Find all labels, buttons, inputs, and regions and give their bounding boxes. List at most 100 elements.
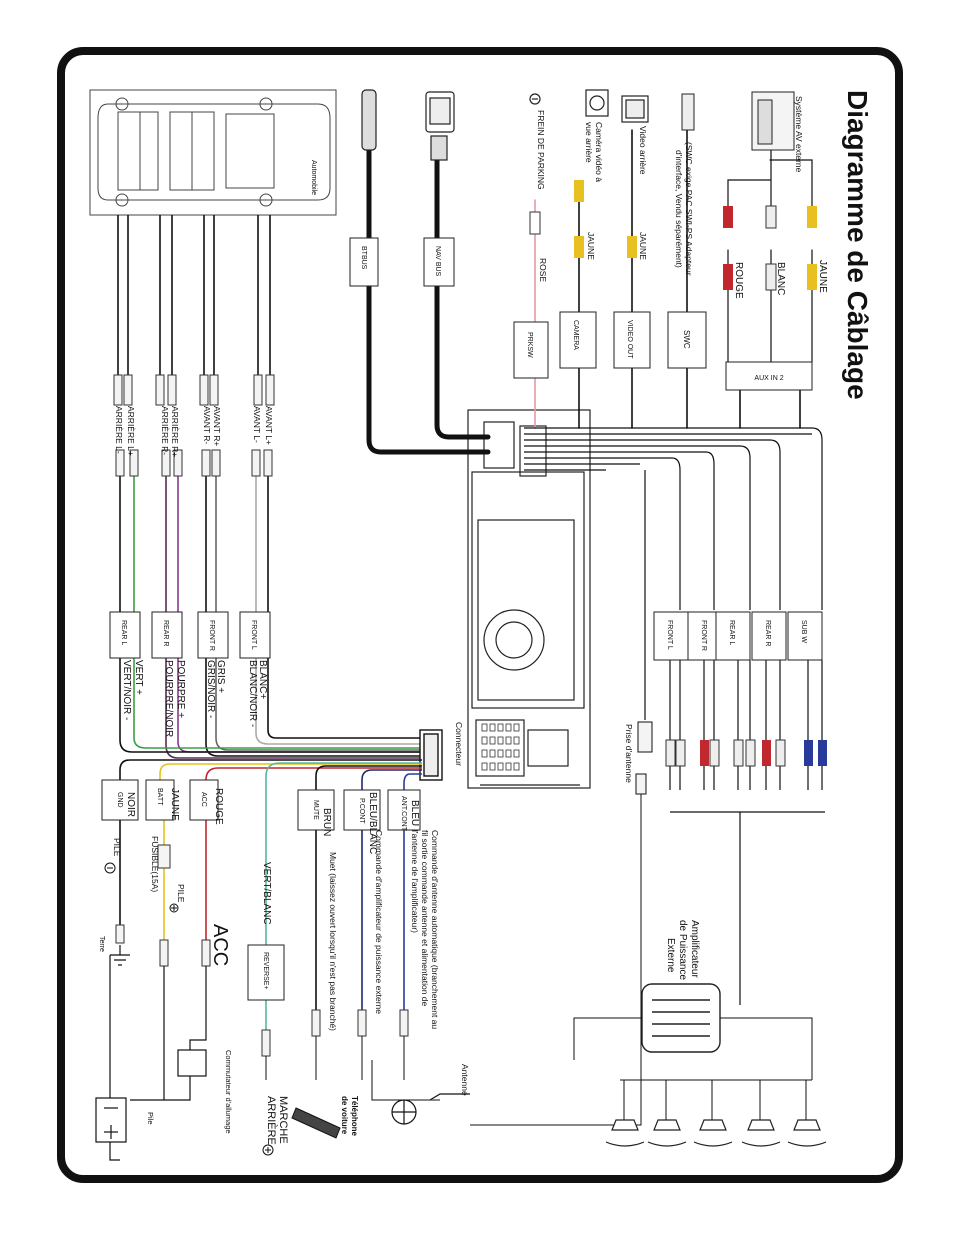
monitor-icon	[621, 95, 649, 123]
spk-front-l-box: FRONT L	[250, 620, 257, 650]
ignition-switch-icon	[177, 1049, 207, 1077]
avant-l-minus-label: AVANT L-	[252, 406, 262, 443]
video-jaune-label: JAUNE	[638, 232, 648, 260]
top-labels: Système AV externe (SWC exige PAC SWI-PS…	[536, 96, 828, 299]
ampli-label-1: Amplificateur	[689, 920, 700, 978]
camera-jaune-label: JAUNE	[586, 232, 596, 260]
main-connector	[419, 729, 443, 781]
rouge-label: ROUGE	[213, 788, 224, 825]
lower-plugs	[115, 844, 409, 1057]
phone-icon	[291, 1107, 341, 1139]
aux-blanc-label: BLANC	[775, 262, 786, 295]
antenna-jack	[470, 721, 653, 1126]
arriere-r-plus-label: ARRIÈRE R+	[170, 406, 180, 457]
camera-label-2: vue arrière	[584, 122, 594, 163]
arriere-l-plus-label: ARRIÈRE L+	[126, 406, 136, 456]
front-r-box: FRONT R	[700, 620, 707, 651]
aux-rouge-label: ROUGE	[733, 262, 744, 299]
page-frame	[57, 47, 903, 1183]
vert-plus-label: VERT +	[133, 660, 144, 695]
aux-lines	[265, 1036, 440, 1101]
avant-r-plus-label: AVANT R+	[212, 406, 222, 446]
battery-icon	[95, 1097, 127, 1143]
rear-r-box: REAR R	[764, 620, 771, 646]
lower-wires	[119, 759, 422, 1030]
noir-label: NOIR	[125, 792, 136, 817]
blanc-noir-label: BLANC/NOIR -	[247, 660, 258, 727]
spk-rear-r-box: REAR R	[162, 620, 169, 646]
speaker-labels: Automobile AVANT L+ AVANT L- AVANT R+ AV…	[114, 160, 317, 457]
swc-box: SWC	[682, 330, 691, 349]
arriere-r-minus-label: ARRIÈRE R-	[160, 406, 170, 455]
box-texts: AUX IN 2 SWC VIDEO OUT CAMERA PRKSW NAV …	[116, 246, 807, 990]
ant-cmd-1: Commande d'antenne automatique (branchem…	[430, 830, 440, 1029]
mute-desc-label: Muet (laissez ouvert lorsqu'il n'est pas…	[328, 852, 338, 1031]
pcont-box: P.CONT	[358, 798, 365, 824]
head-unit	[467, 409, 591, 789]
nav-module-icon	[425, 91, 455, 161]
automobile-label: Automobile	[310, 160, 317, 195]
brun-label: BRUN	[321, 808, 332, 836]
spk-front-r-box: FRONT R	[208, 620, 215, 651]
acc-big-label: ACC	[209, 924, 231, 966]
pourpre-noir-label: POURPRE/NOIR	[163, 660, 174, 737]
speaker-plugs	[113, 374, 275, 477]
telephone-label-1: Téléphone	[350, 1096, 359, 1137]
nav-bus-wire	[434, 147, 491, 440]
blanc-plus-label: BLANC+	[257, 660, 268, 699]
swc-note-2: d'interface, Vendu séparément)	[674, 150, 684, 268]
power-wiring	[109, 945, 207, 1161]
marche-label-1: MARCHE	[277, 1096, 289, 1144]
gris-noir-label: GRIS/NOIR -	[205, 660, 216, 718]
swc-note-1: (SWC exige PAC SWI-PS Adapteur	[684, 142, 694, 276]
avant-r-minus-label: AVANT R-	[202, 406, 212, 444]
bt-module-icon	[361, 89, 377, 151]
terre-label: Terre	[98, 936, 105, 952]
nav-bus-box: NAV BUS	[434, 246, 441, 277]
rca-plugs	[529, 180, 827, 767]
prise-antenne-label: Prise d'antenne	[624, 724, 634, 783]
telephone-label-2: de voiture	[340, 1096, 349, 1135]
aux-jaune-label: JAUNE	[817, 260, 828, 293]
ext-av-unit-icon	[751, 91, 795, 151]
gris-plus-label: GRIS +	[215, 660, 226, 693]
ampli-label-3: Externe	[665, 938, 676, 973]
ext-av-label: Système AV externe	[794, 96, 804, 173]
antenna-icon	[391, 1093, 470, 1125]
amp-to-speakers	[573, 1017, 813, 1120]
btbus-box: BTBUS	[360, 246, 367, 270]
spk-rear-l-box: REAR L	[120, 620, 127, 645]
antcont-box: ANT.CONT	[400, 796, 407, 832]
bleu-label: BLEU	[409, 800, 420, 826]
diagram-title: Diagramme de Câblage	[842, 90, 873, 400]
arriere-l-minus-label: ARRIÈRE L-	[114, 406, 124, 454]
harness-lines	[524, 427, 812, 471]
prksw-box: PRKSW	[526, 332, 533, 358]
camera-box: CAMERA	[572, 320, 579, 350]
pourpre-plus-label: POURPRE +	[175, 660, 186, 718]
swc-plug-icon	[681, 93, 695, 131]
avant-l-plus-label: AVANT L+	[264, 406, 274, 445]
amplifier-icon	[641, 983, 721, 1053]
commutateur-label: Commutateur d'allumage	[224, 1050, 233, 1134]
aux-in2-box: AUX IN 2	[754, 375, 783, 382]
ant-cmd-2: fil sortie commande antenne et alimentat…	[420, 830, 430, 1007]
acc-box: ACC	[200, 792, 207, 807]
batt-box: BATT	[156, 788, 163, 806]
descriptions: Connecteur Prise d'antenne Amplificateur…	[98, 722, 700, 1145]
vert-blanc-label: VERT/BLANC	[261, 862, 272, 925]
pile-minus-label: PILE	[112, 838, 122, 857]
camera-icon	[585, 89, 609, 117]
marche-label-2: ARRIÈRE	[265, 1096, 278, 1145]
ampli-cmd-label: Commande d'amplificateur de puissance ex…	[374, 830, 384, 1014]
vert-noir-label: VERT/NOIR -	[121, 660, 132, 720]
ampli-label-2: de Puissance	[677, 920, 688, 980]
sub-w-box: SUB W	[800, 620, 807, 643]
btbus-wire	[366, 147, 491, 455]
box-frames	[101, 237, 823, 1001]
polarity-icons	[104, 862, 274, 1156]
rca-output-wires	[644, 427, 825, 1005]
frein-label: FREIN DE PARKING	[536, 110, 546, 190]
jaune-label: JAUNE	[169, 788, 180, 821]
